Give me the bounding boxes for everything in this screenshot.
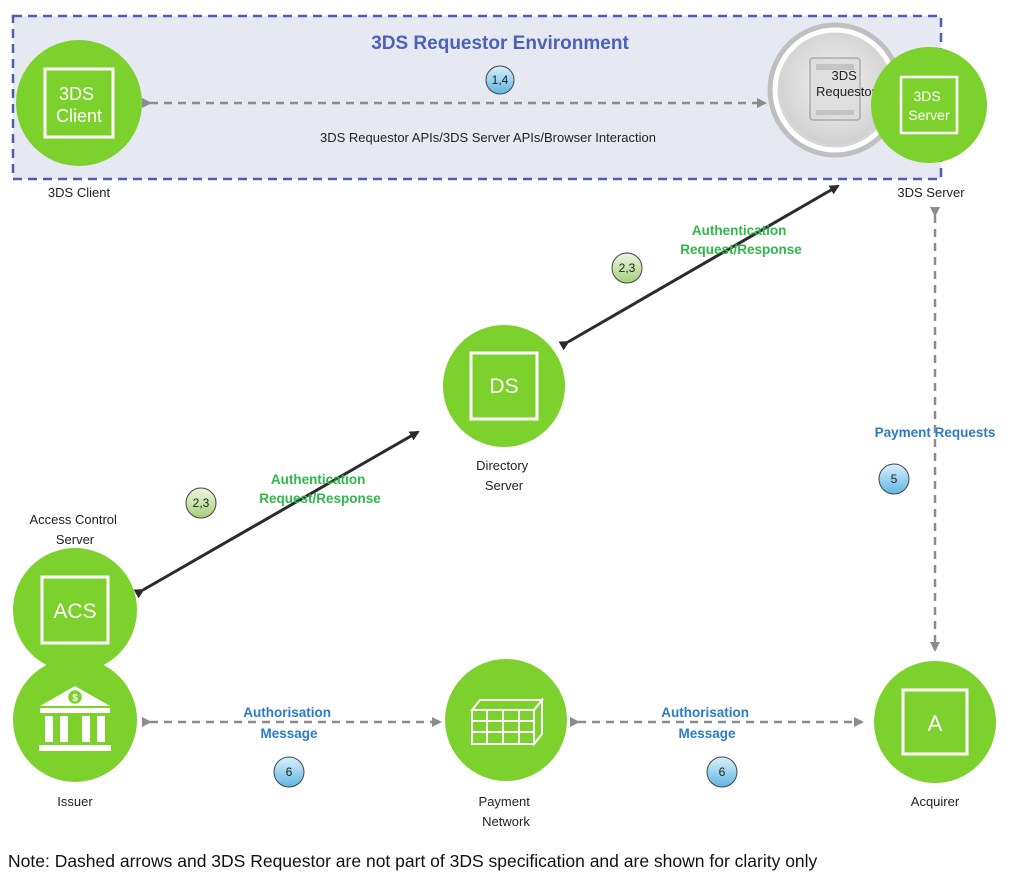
node-caption: 3DS Client — [48, 185, 111, 200]
node-icon-text: 3DS Client — [56, 84, 102, 126]
connection-label: Authentication Request/Response — [259, 472, 381, 506]
step-badge: 2,3 — [611, 252, 643, 284]
node-caption: 3DS Server — [897, 185, 965, 200]
svg-text:6: 6 — [719, 765, 726, 779]
node-caption: Directory Server — [476, 458, 532, 493]
svg-text:6: 6 — [286, 765, 293, 779]
svg-text:5: 5 — [891, 472, 898, 486]
step-badge: 6 — [273, 756, 305, 788]
svg-text:$: $ — [72, 693, 78, 704]
node-3ds-server: 3DS Server 3DS Server — [871, 47, 987, 200]
payment-network-icon — [469, 697, 545, 747]
node-acquirer: A Acquirer — [874, 661, 996, 809]
node-icon-text: ACS — [53, 600, 96, 623]
step-badge: 1,4 — [485, 65, 515, 95]
step-badge: 5 — [878, 463, 910, 495]
node-icon-text: 3DS Server — [908, 88, 950, 123]
svg-text:2,3: 2,3 — [619, 261, 636, 275]
connection-label: Authentication Request/Response — [680, 223, 802, 257]
step-badge: 6 — [706, 756, 738, 788]
bank-icon: $ — [39, 686, 111, 751]
connection-ds-acs: Authentication Request/Response 2,3 — [133, 430, 420, 599]
connection-network-acquirer: Authorisation Message 6 — [570, 705, 864, 788]
node-caption: Access Control Server — [29, 512, 120, 547]
solid-arrow — [558, 184, 840, 351]
svg-text:2,3: 2,3 — [193, 496, 210, 510]
node-3ds-client: 3DS Client 3DS Client — [16, 40, 142, 200]
connection-server-acquirer: Payment Requests 5 — [875, 207, 996, 652]
step-badge: 2,3 — [185, 487, 217, 519]
node-acs: ACS Access Control Server — [13, 512, 137, 672]
node-directory-server: DS Directory Server — [443, 325, 565, 493]
node-icon-text: 3DS Requestor — [816, 68, 877, 99]
connection-label: 3DS Requestor APIs/3DS Server APIs/Brows… — [320, 130, 656, 145]
server-rack-icon — [809, 57, 861, 121]
node-caption: Acquirer — [911, 794, 960, 809]
node-caption: Issuer — [57, 794, 93, 809]
solid-arrow — [133, 430, 420, 599]
node-payment-network: Payment Network — [445, 659, 567, 829]
connection-server-ds: Authentication Request/Response 2,3 — [558, 184, 840, 351]
connection-label: Authorisation Message — [243, 705, 335, 741]
footnote: Note: Dashed arrows and 3DS Requestor ar… — [8, 851, 818, 871]
connection-client-requestor: 3DS Requestor APIs/3DS Server APIs/Brows… — [142, 65, 767, 145]
environment-title: 3DS Requestor Environment — [371, 33, 629, 54]
node-icon-text: DS — [489, 375, 518, 398]
connection-issuer-network: Authorisation Message 6 — [142, 705, 442, 788]
node-icon-text: A — [928, 711, 943, 736]
node-caption: Payment Network — [479, 794, 534, 829]
connection-label: Authorisation Message — [661, 705, 753, 741]
svg-text:1,4: 1,4 — [492, 73, 509, 87]
node-issuer: $ Issuer — [13, 658, 137, 809]
connection-label: Payment Requests — [875, 425, 996, 440]
